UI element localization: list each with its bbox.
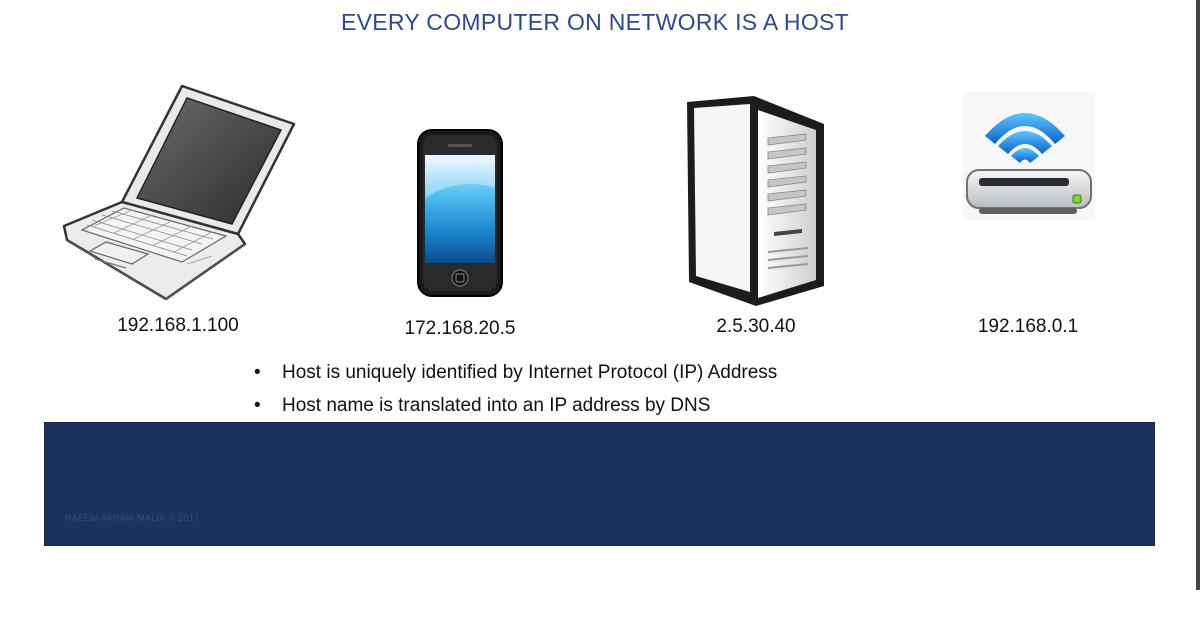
bullet-dot: •: [254, 362, 261, 383]
smartphone-icon: [417, 129, 503, 297]
server-tower-icon: [687, 96, 824, 306]
laptop-icon: [62, 84, 296, 301]
bullet-item: • Host name is translated into an IP add…: [254, 395, 777, 428]
server-ip-label: 2.5.30.40: [716, 316, 796, 337]
bullet-text: Host is uniquely identified by Internet …: [282, 362, 778, 383]
smartphone-ip-label: 172.168.20.5: [404, 318, 516, 339]
router-ip-label: 192.168.0.1: [977, 316, 1079, 337]
bullet-text: Host name is translated into an IP addre…: [282, 395, 711, 416]
footer-bar: NAEEM AKRAM MALIK © 2017: [44, 422, 1155, 546]
laptop-ip-label: 192.168.1.100: [117, 315, 239, 336]
right-edge-line: [1196, 0, 1200, 590]
footer-credit: NAEEM AKRAM MALIK © 2017: [65, 513, 200, 523]
slide-title: EVERY COMPUTER ON NETWORK IS A HOST: [340, 9, 850, 35]
bullet-list: • Host is uniquely identified by Interne…: [254, 362, 777, 428]
wifi-router-icon: [963, 92, 1095, 220]
bullet-dot: •: [254, 395, 261, 416]
bullet-item: • Host is uniquely identified by Interne…: [254, 362, 777, 395]
